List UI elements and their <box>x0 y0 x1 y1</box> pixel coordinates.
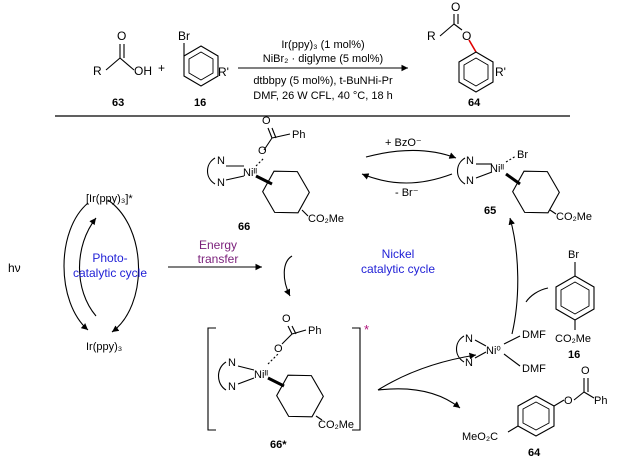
complex-66-o-bound: O <box>258 145 267 157</box>
complex-66-n1: N <box>217 155 225 167</box>
plus-bzo-label: + BzO⁻ <box>385 137 422 149</box>
arene-number: 16 <box>194 97 206 109</box>
product-64-meo2c: MeO₂C <box>462 431 498 443</box>
complex-66-star-co2me: CO₂Me <box>318 419 354 431</box>
condition-nickel: NiBr₂ · diglyme (5 mol%) <box>263 53 383 65</box>
complex-65-structure <box>456 155 560 215</box>
complex-65-br: Br <box>517 149 528 161</box>
complex-66-star-asterisk: * <box>364 322 369 337</box>
product-r-label: R <box>427 29 436 43</box>
ir-ground-label: Ir(ppy)₃ <box>86 341 122 353</box>
complex-65-co2me: CO₂Me <box>556 211 592 223</box>
ni0-n2: N <box>465 357 473 369</box>
product-number: 64 <box>468 97 481 109</box>
complex-65-n2: N <box>466 175 474 187</box>
ir-excited-label: [Ir(ppy)₃]* <box>86 193 133 205</box>
acid-r-label: R <box>93 64 102 78</box>
photo-cycle-label-2: catalytic cycle <box>73 266 147 280</box>
nickel-cycle-label-2: catalytic cycle <box>361 262 435 276</box>
complex-66-structure <box>206 127 310 217</box>
ni0-complex-structure <box>455 335 521 367</box>
complex-66-star-n1: N <box>228 357 236 369</box>
complex-66-o-carbonyl: O <box>262 115 271 127</box>
product-64-o-ester: O <box>564 395 573 407</box>
product-carbonyl-o-label: O <box>451 0 460 14</box>
product-64-cycle-structure <box>507 378 595 437</box>
condition-solvent-light: DMF, 26 W CFL, 40 °C, 18 h <box>253 90 393 102</box>
complex-66-star-n2: N <box>228 381 236 393</box>
product-64-number: 64 <box>528 447 541 459</box>
complex-66-star-ph: Ph <box>308 325 321 337</box>
complex-66-ph: Ph <box>292 129 305 141</box>
ni0-n1: N <box>465 333 473 345</box>
complex-65-number: 65 <box>484 205 496 217</box>
energy-transfer-label-1: Energy <box>199 238 237 252</box>
product-64-ph: Ph <box>594 395 607 407</box>
arene-16-structure <box>183 43 219 87</box>
photo-cycle-arrows <box>63 199 140 333</box>
condition-catalyst: Ir(ppy)₃ (1 mol%) <box>281 39 364 51</box>
aryl-bromide-16-co2me: CO₂Me <box>555 333 591 345</box>
complex-66-co2me: CO₂Me <box>308 213 344 225</box>
arene-br-label: Br <box>178 29 190 43</box>
complex-66-star-number: 66* <box>270 439 287 451</box>
aryl-bromide-16-br: Br <box>568 249 579 261</box>
complex-66-star-ni: Niᴵᴵ <box>254 369 268 381</box>
complex-66-number: 66 <box>238 221 250 233</box>
minus-br-label: - Br⁻ <box>395 187 419 199</box>
aryl-bromide-16-number: 16 <box>568 349 580 361</box>
complex-65-n1: N <box>466 155 474 167</box>
product-64-structure <box>439 14 494 93</box>
hv-label: hν <box>8 261 21 275</box>
plus-sign: + <box>158 61 165 75</box>
product-rprime-label: R' <box>495 65 506 79</box>
condition-ligand-base: dtbbpy (5 mol%), t-BuNHi-Pr <box>253 75 393 87</box>
ni0-ni: Ni⁰ <box>486 345 501 357</box>
complex-66-star-structure <box>207 325 361 431</box>
complex-66-n2: N <box>217 177 225 189</box>
complex-65-ni: Niᴵᴵ <box>490 163 504 175</box>
ni0-dmf-1: DMF <box>522 329 546 341</box>
complex-66-ni: Niᴵᴵ <box>243 167 257 179</box>
product-64-o-carbonyl: O <box>581 365 590 377</box>
nickel-cycle-arrows <box>283 149 549 409</box>
acid-oh-label: OH <box>134 64 152 78</box>
complex-66-star-o-carbonyl: O <box>282 313 291 325</box>
arene-rprime-label: R' <box>218 65 229 79</box>
acid-number: 63 <box>112 97 124 109</box>
acid-carbonyl-o-label: O <box>117 29 126 43</box>
acid-63-structure <box>105 44 135 71</box>
photo-cycle-label-1: Photo- <box>92 251 127 265</box>
ni0-dmf-2: DMF <box>522 363 546 375</box>
product-ester-o-label: O <box>462 29 471 43</box>
nickel-cycle-label-1: Nickel <box>382 247 415 261</box>
aryl-bromide-16-structure <box>555 262 595 330</box>
complex-66-star-o-bound: O <box>274 343 283 355</box>
energy-transfer-label-2: transfer <box>198 252 239 266</box>
